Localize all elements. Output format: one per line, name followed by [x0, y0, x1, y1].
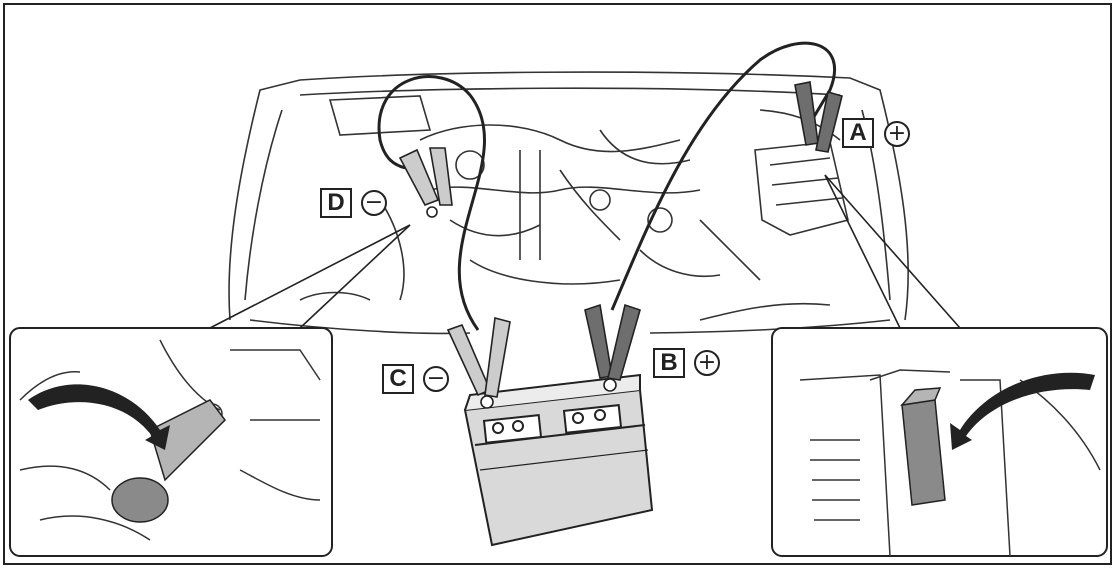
- clamp-c: [446, 316, 511, 409]
- label-c: C: [382, 364, 414, 394]
- positive-sign-icon: +: [694, 350, 720, 376]
- booster-battery: [463, 373, 654, 547]
- positive-terminal-inset: [771, 327, 1108, 557]
- positive-cable: [610, 41, 837, 311]
- clamp-b: [584, 303, 641, 392]
- terminal-arrow-icon: [950, 372, 1095, 450]
- ground-bracket-highlight: [149, 399, 226, 482]
- jumper-cables: [377, 41, 837, 331]
- negative-sign-icon: −: [361, 190, 387, 216]
- negative-sign-icon: −: [423, 366, 449, 392]
- label-b: B: [653, 348, 685, 378]
- clamp-a: [794, 81, 843, 153]
- ground-arrow-icon: [28, 384, 170, 450]
- ground-point-inset: [9, 327, 333, 557]
- label-a: A: [842, 118, 874, 148]
- negative-cable: [377, 75, 486, 331]
- label-d: D: [320, 188, 352, 218]
- clamp-d: [398, 147, 453, 218]
- positive-sign-icon: +: [884, 121, 910, 147]
- callout-lines: [209, 174, 961, 329]
